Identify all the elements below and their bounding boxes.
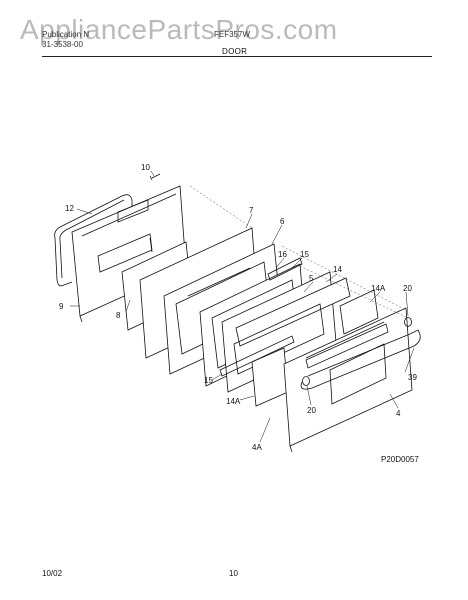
callout-39: 39 [408, 373, 417, 382]
callout-14a-upper: 14A [371, 284, 386, 293]
callout-6: 6 [280, 217, 285, 226]
watermark: AppliancePartsPros.com [20, 14, 338, 45]
footer-page-number: 10 [229, 569, 238, 578]
handle-cap-right [404, 317, 412, 327]
callout-14a-lower: 14A [226, 397, 241, 406]
glass-retainer-bottom [219, 335, 295, 377]
callout-5: 5 [309, 274, 314, 283]
callout-20-upper: 20 [403, 284, 412, 293]
callout-4a: 4A [252, 443, 262, 452]
model-number: FEF357W [214, 30, 251, 39]
callout-10: 10 [141, 163, 150, 172]
callout-16: 16 [278, 250, 287, 259]
handle-cap-left [302, 376, 310, 386]
footer-date: 10/02 [42, 569, 63, 578]
callout-12: 12 [65, 204, 74, 213]
callout-4: 4 [396, 409, 401, 418]
drawing-code: P20D0057 [381, 455, 419, 464]
callout-15: 15 [300, 250, 309, 259]
leader-lines [70, 170, 415, 443]
callout-7: 7 [249, 206, 254, 215]
callout-20-lower: 20 [307, 406, 316, 415]
door-screw [149, 173, 161, 181]
header-rule [42, 56, 432, 57]
door-gasket [54, 194, 133, 287]
callout-8: 8 [116, 311, 121, 320]
door-glass-outer [235, 277, 351, 347]
callout-15-lower: 15 [204, 376, 213, 385]
section-title: DOOR [222, 47, 248, 56]
callout-14: 14 [333, 265, 342, 274]
callout-9: 9 [59, 302, 64, 311]
publication-label: Publication N [42, 30, 90, 39]
door-handle [300, 329, 421, 390]
outer-door-panel [283, 307, 413, 447]
glass-retainer-top [267, 257, 303, 281]
insulation-pad-upper [339, 289, 379, 335]
callout-labels: 10 12 7 6 16 15 14 5 14A 20 9 8 15 39 14… [59, 163, 417, 452]
publication-number: 31-3538-00 [42, 40, 83, 49]
